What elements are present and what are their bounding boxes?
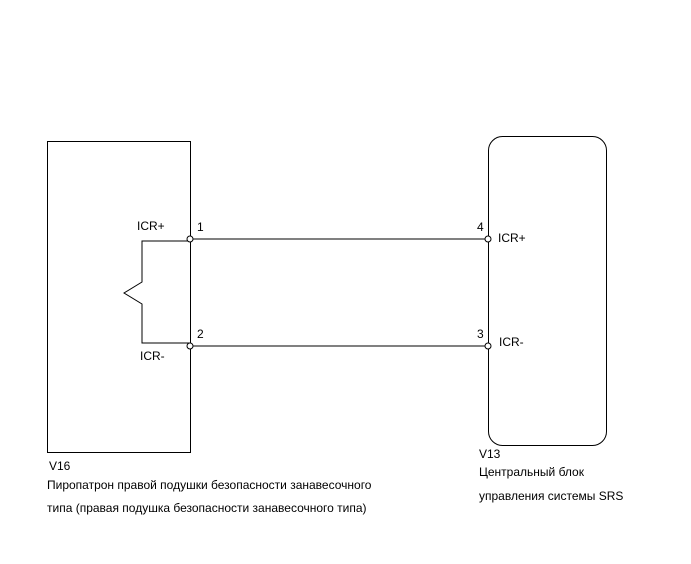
terminal-right-pin-4 bbox=[484, 235, 492, 243]
left-pin-top-number: 1 bbox=[197, 220, 204, 234]
right-pin-top-label: ICR+ bbox=[498, 231, 526, 245]
left-component-name-line2: типа (правая подушка безопасности занаве… bbox=[47, 501, 367, 515]
right-pin-bottom-label: ICR- bbox=[499, 335, 524, 349]
terminal-right-pin-3 bbox=[484, 342, 492, 350]
right-component-code: V13 bbox=[479, 447, 501, 461]
squib-element bbox=[123, 240, 190, 344]
left-pin-top-label: ICR+ bbox=[137, 219, 165, 233]
right-pin-bottom-number: 3 bbox=[477, 327, 484, 341]
right-component-name-line1: Центральный блок bbox=[479, 465, 584, 479]
left-pin-bottom-label: ICR- bbox=[140, 349, 165, 363]
right-component-name-line2: управления системы SRS bbox=[479, 489, 624, 503]
left-component-name-line1: Пиропатрон правой подушки безопасности з… bbox=[47, 478, 372, 492]
right-component-box bbox=[488, 136, 607, 446]
left-pin-bottom-number: 2 bbox=[197, 327, 204, 341]
right-pin-top-number: 4 bbox=[477, 220, 484, 234]
left-component-code: V16 bbox=[49, 459, 71, 473]
left-component-box bbox=[47, 141, 191, 453]
terminal-left-pin-1 bbox=[186, 235, 194, 243]
terminal-left-pin-2 bbox=[186, 342, 194, 350]
